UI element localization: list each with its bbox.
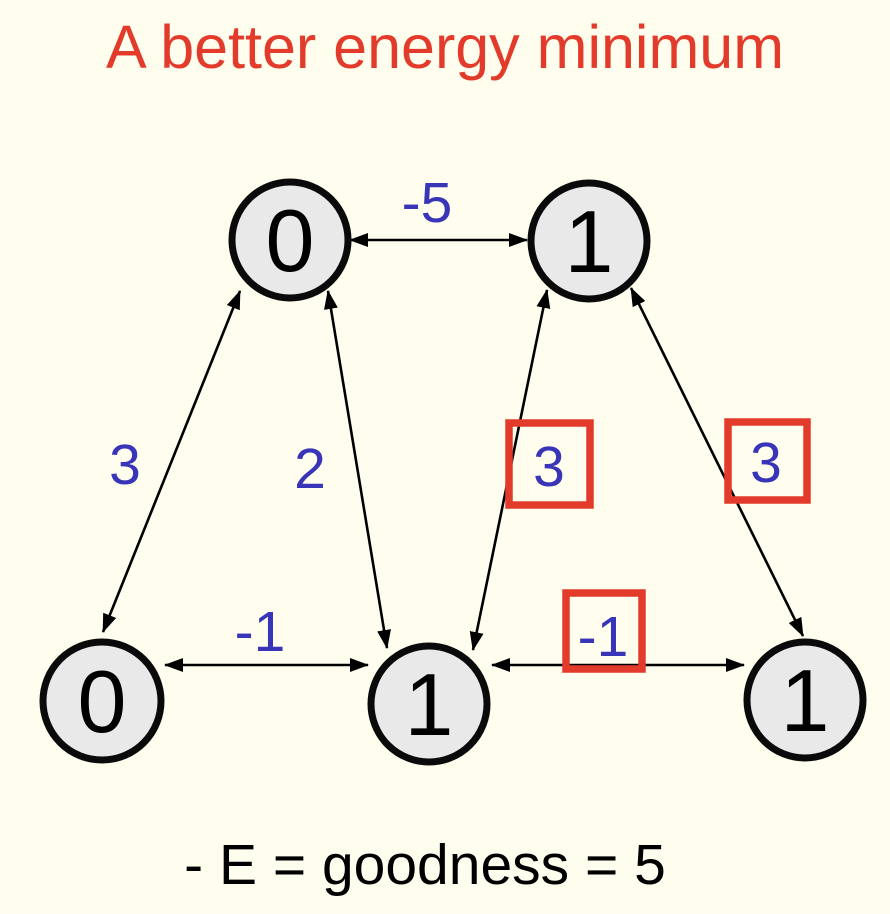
node-top-right-state: 1 xyxy=(565,192,614,291)
node-top-left-state: 0 xyxy=(266,191,315,290)
node-bottom-left xyxy=(39,638,165,764)
weight-label-minus5: -5 xyxy=(402,171,453,235)
energy-caption: - E = goodness = 5 xyxy=(184,833,666,897)
node-bottom-right xyxy=(743,638,867,762)
weight-label-3-far-left: 3 xyxy=(109,433,141,497)
node-bottom-middle xyxy=(367,642,491,766)
highlight-box-weight-3-left xyxy=(505,419,594,509)
node-bottom-left-state: 0 xyxy=(78,652,127,751)
node-bottom-right-state: 1 xyxy=(781,651,830,750)
node-top-right xyxy=(527,179,651,303)
edge-topleft-bottommiddle xyxy=(324,290,391,649)
weight-label-2: 2 xyxy=(294,437,326,501)
weight-label-minus1-left: -1 xyxy=(235,600,286,664)
weight-label-3-boxed-right: 3 xyxy=(750,431,782,495)
network-diagram: 0 1 0 1 1 -5 3 2 3 3 -1 -1 xyxy=(39,171,867,766)
slide-title: A better energy minimum xyxy=(105,13,785,81)
edge-topright-bottomright xyxy=(629,287,805,637)
node-top-left xyxy=(228,178,352,302)
node-bottom-middle-state: 1 xyxy=(405,655,454,754)
weight-label-minus1-boxed: -1 xyxy=(578,605,629,669)
highlight-box-weight-minus1 xyxy=(562,589,646,673)
highlight-box-weight-3-right xyxy=(724,418,811,504)
weight-label-3-boxed-left: 3 xyxy=(533,435,565,499)
edge-topleft-bottomleft xyxy=(101,290,242,633)
